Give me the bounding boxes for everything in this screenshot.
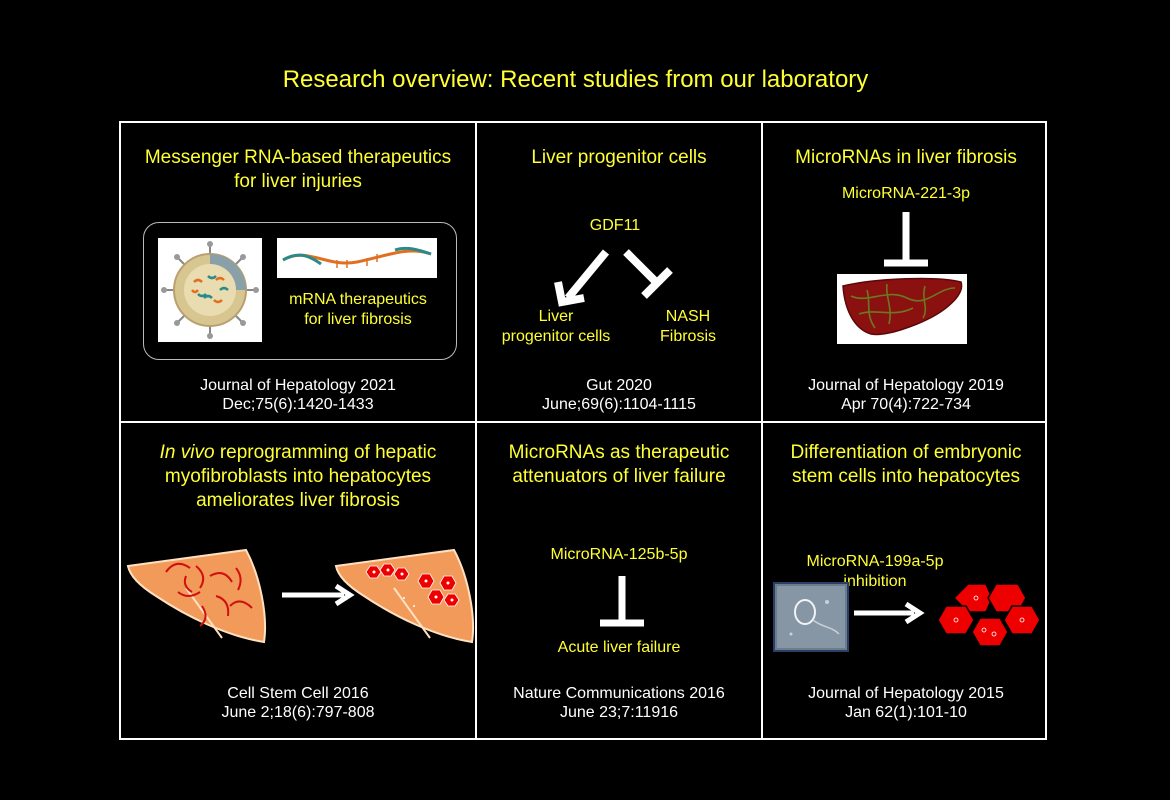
panel-grid bbox=[119, 121, 1047, 740]
panel-citation: Journal of Hepatology 2019 Apr 70(4):722… bbox=[808, 377, 1004, 413]
factor-label: MicroRNA-125b-5p bbox=[550, 546, 688, 563]
outcome-label-right: NASH Fibrosis bbox=[659, 308, 716, 345]
hepatocyte-cluster-icon bbox=[937, 583, 1041, 647]
panel-citation: Nature Communications 2016 June 23;7:119… bbox=[513, 685, 725, 721]
inhibition-symbol-icon bbox=[600, 576, 644, 627]
panel-heading: In vivo reprogramming of hepatic myofibr… bbox=[159, 442, 437, 511]
fibrotic-liver-lobe-icon bbox=[126, 548, 267, 644]
factor-label: MicroRNA-199a-5p inhibition bbox=[806, 553, 944, 590]
panel-heading: Messenger RNA-based therapeutics for liv… bbox=[144, 147, 452, 192]
panel-heading: Liver progenitor cells bbox=[531, 147, 707, 168]
grid-divider bbox=[475, 123, 477, 738]
inhibition-symbol-icon bbox=[884, 212, 928, 267]
conversion-arrow-icon bbox=[282, 583, 355, 607]
mrna-inset-box bbox=[143, 222, 457, 360]
differentiation-arrow-icon bbox=[854, 601, 925, 625]
fibrotic-liver-icon bbox=[837, 274, 967, 344]
panel-citation: Journal of Hepatology 2021 Dec;75(6):142… bbox=[200, 377, 396, 413]
panel-heading: Differentiation of embryonic stem cells … bbox=[790, 442, 1022, 487]
grid-divider bbox=[761, 123, 763, 738]
panel-citation: Cell Stem Cell 2016 June 2;18(6):797-808 bbox=[221, 685, 375, 721]
outcome-label-left: Liver progenitor cells bbox=[501, 308, 611, 345]
hepatocyte-liver-lobe-icon bbox=[334, 548, 475, 644]
activation-arrow-icon bbox=[554, 249, 673, 307]
page-title: Research overview: Recent studies from o… bbox=[282, 66, 869, 93]
grid-divider bbox=[121, 421, 1045, 423]
target-label: Acute liver failure bbox=[557, 639, 681, 656]
panel-citation: Gut 2020 June;69(6):1104-1115 bbox=[542, 377, 696, 413]
factor-label: GDF11 bbox=[589, 217, 641, 234]
mrna-strand-icon bbox=[277, 238, 437, 278]
mrna-inset-label: mRNA therapeutics for liver fibrosis bbox=[289, 291, 427, 328]
panel-heading: MicroRNAs in liver fibrosis bbox=[795, 147, 1017, 168]
factor-label: MicroRNA-221-3p bbox=[841, 185, 971, 202]
lipid-nanoparticle-icon bbox=[158, 238, 262, 342]
panel-heading: MicroRNAs as therapeutic attenuators of … bbox=[508, 442, 730, 487]
panel-citation: Journal of Hepatology 2015 Jan 62(1):101… bbox=[808, 685, 1004, 721]
embryonic-stem-cell-micrograph-icon bbox=[773, 582, 849, 652]
